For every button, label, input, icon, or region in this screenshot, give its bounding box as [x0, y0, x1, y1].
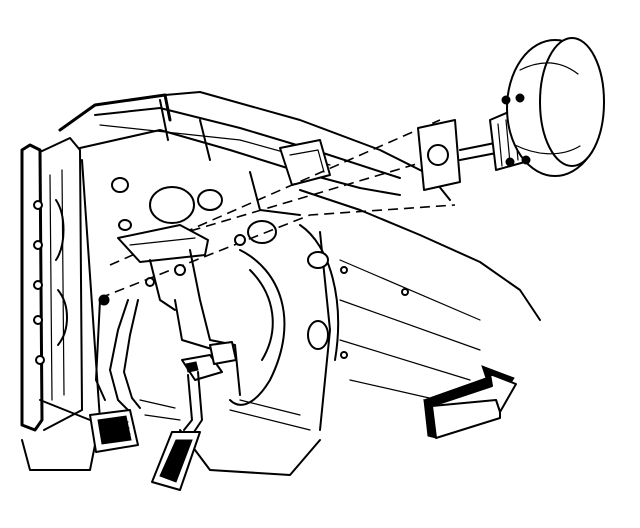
floor-pan: [39, 399, 311, 431]
pedal-assembly: [89, 224, 246, 491]
brake-booster: [417, 37, 605, 191]
direction-arrow-icon: [423, 365, 517, 439]
alignment-lines: [99, 119, 456, 299]
